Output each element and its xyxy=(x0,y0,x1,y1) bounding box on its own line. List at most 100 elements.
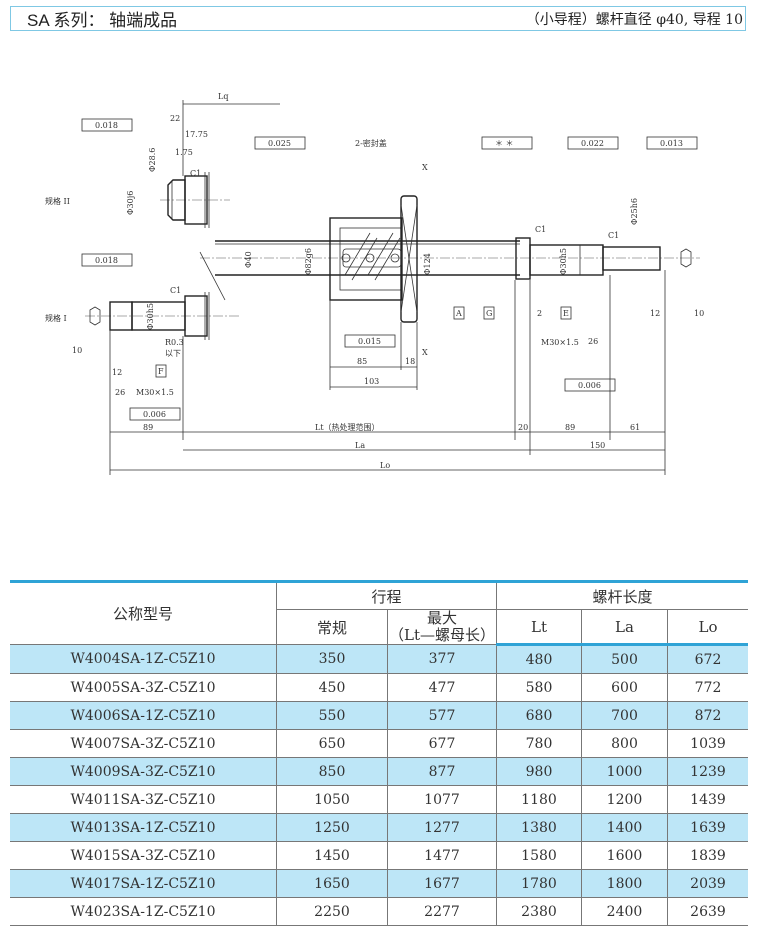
dimension-label: 18 xyxy=(405,357,415,366)
table-cell: 877 xyxy=(387,757,497,786)
ball-nut xyxy=(329,195,418,323)
table-cell: 772 xyxy=(667,673,748,702)
ball-screw-drawing: 规格 II 规格 I 0.018 0.018 0.025 ＊ ＊ 0.022 0… xyxy=(45,92,704,475)
dimension-label: 1.75 xyxy=(175,148,193,157)
spec1-end xyxy=(89,248,692,340)
dimension-label: C1 xyxy=(608,231,619,240)
dimension-label: 12 xyxy=(112,368,122,377)
table-cell: 350 xyxy=(276,644,388,674)
dimension-label: Lo xyxy=(380,461,390,470)
table-cell: 650 xyxy=(276,729,388,758)
table-cell: 480 xyxy=(496,644,582,674)
table-cell: 1239 xyxy=(667,757,748,786)
col-max-label: 最大 xyxy=(426,609,457,627)
table-cell: 550 xyxy=(276,701,388,730)
col-model: 公称型号 xyxy=(10,581,277,645)
dimension-label: 26 xyxy=(115,388,125,397)
page-title: SA 系列： 轴端成品 xyxy=(27,11,178,30)
dimension-label: Φ28.6 xyxy=(148,148,157,172)
table-cell: 1450 xyxy=(276,841,388,870)
table-cell: 2039 xyxy=(667,869,748,898)
dimension-label: 89 xyxy=(565,423,575,432)
table-cell: 1050 xyxy=(276,785,388,814)
spec1-label: 规格 I xyxy=(45,313,67,323)
spec-table: 公称型号 行程 螺杆长度 常规 最大（Lt—螺母长） Lt La Lo W400… xyxy=(10,580,748,926)
col-lo: Lo xyxy=(667,609,748,646)
table-cell: 1439 xyxy=(667,785,748,814)
dimension-label: C1 xyxy=(190,169,201,178)
table-cell: 800 xyxy=(581,729,668,758)
table-cell: 500 xyxy=(581,644,668,674)
table-cell: 1380 xyxy=(496,813,582,842)
table-cell: 1650 xyxy=(276,869,388,898)
dimension-label: 以下 xyxy=(165,349,181,358)
dimension-label: Φ40 xyxy=(244,251,253,268)
col-length: 螺杆长度 xyxy=(496,581,748,610)
spec2-label: 规格 II xyxy=(45,196,70,206)
dimension-label: R0.3 xyxy=(165,338,184,347)
table-cell: 1800 xyxy=(581,869,668,898)
dimension-label: La xyxy=(355,441,365,450)
datum-e: E xyxy=(563,309,569,318)
table-cell: 2639 xyxy=(667,897,748,926)
screw-shaft xyxy=(199,237,661,301)
table-cell: W4011SA-3Z-C5Z10 xyxy=(10,785,277,814)
dimension-label: Lq xyxy=(218,92,228,101)
dimension-label: Φ82g6 xyxy=(304,248,313,275)
table-cell: 1780 xyxy=(496,869,582,898)
col-max: 最大（Lt—螺母长） xyxy=(387,609,497,645)
datum-f: F xyxy=(158,367,164,376)
table-cell: 577 xyxy=(387,701,497,730)
table-cell: 780 xyxy=(496,729,582,758)
dimension-label: Lt（热处理范围） xyxy=(315,422,380,432)
datum-g: G xyxy=(486,309,492,318)
table-cell: 2400 xyxy=(581,897,668,926)
dimension-label: 10 xyxy=(72,346,82,355)
dimension-label: 26 xyxy=(588,337,598,346)
spec2-end xyxy=(167,172,210,228)
dimension-label: 22 xyxy=(170,114,180,123)
dimension-label: 2 xyxy=(537,309,542,318)
runout-tolerance: 0.022 xyxy=(581,139,604,148)
table-cell: 1180 xyxy=(496,785,582,814)
datum-a: A xyxy=(455,309,462,318)
dimension-label: 12 xyxy=(650,309,660,318)
table-cell: W4023SA-1Z-C5Z10 xyxy=(10,897,277,926)
dimension-label: 89 xyxy=(143,423,153,432)
table-cell: 377 xyxy=(387,644,497,674)
table-cell: 1839 xyxy=(667,841,748,870)
table-cell: 450 xyxy=(276,673,388,702)
table-cell: W4005SA-3Z-C5Z10 xyxy=(10,673,277,702)
table-cell: 1639 xyxy=(667,813,748,842)
dimension-label: M30×1.5 xyxy=(541,338,579,347)
perpendicularity-tolerance: 0.006 xyxy=(578,381,601,390)
dimension-label: 85 xyxy=(357,357,367,366)
col-la: La xyxy=(581,609,668,646)
dimension-label: 10 xyxy=(694,309,704,318)
table-cell: 1400 xyxy=(581,813,668,842)
col-max-note: （Lt—螺母长） xyxy=(389,626,495,644)
table-cell: 2380 xyxy=(496,897,582,926)
dimension-label: Φ30h5 xyxy=(146,303,155,330)
runout-tolerance: 0.025 xyxy=(268,139,291,148)
table-cell: 872 xyxy=(667,701,748,730)
table-cell: 2277 xyxy=(387,897,497,926)
table-cell: 980 xyxy=(496,757,582,786)
table-cell: 680 xyxy=(496,701,582,730)
dimension-label: C1 xyxy=(170,286,181,295)
dimension-label: Φ30h5 xyxy=(559,248,568,275)
table-cell: W4009SA-3Z-C5Z10 xyxy=(10,757,277,786)
dimension-label: 103 xyxy=(364,377,379,386)
table-cell: W4006SA-1Z-C5Z10 xyxy=(10,701,277,730)
dimension-label: 150 xyxy=(590,441,605,450)
perpendicularity-tolerance: 0.006 xyxy=(143,410,166,419)
dimension-label: X xyxy=(422,163,428,172)
